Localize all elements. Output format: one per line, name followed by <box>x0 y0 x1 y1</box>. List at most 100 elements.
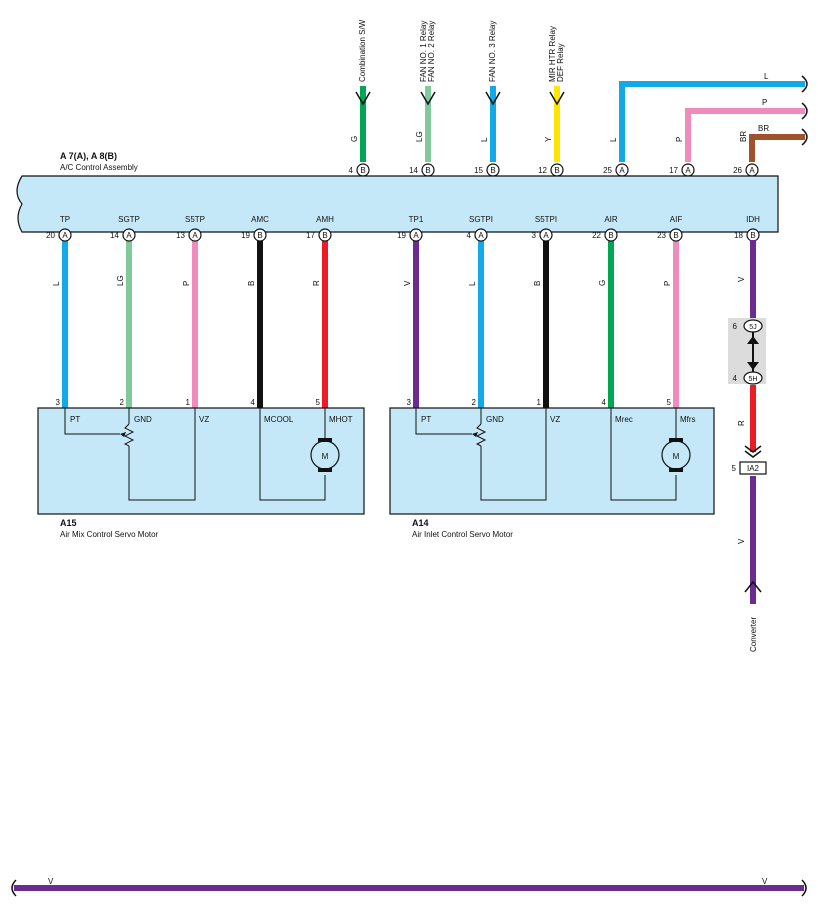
idh-circuit: 5J 5H 6 4 IA2 5 V R V Converter <box>728 240 767 652</box>
wire-color-code: P <box>675 137 684 142</box>
signal-label: AIR <box>604 215 618 224</box>
wire-color-code: P <box>663 281 672 286</box>
pin-number: 22 <box>592 231 601 240</box>
servo-motor-a15: M PT GND VZ MCOOL MHOT A15 Air Mix Contr… <box>37 407 365 539</box>
destination-label: FAN NO. 3 Relay <box>488 21 497 82</box>
wire-color-code: LG <box>116 275 125 286</box>
connector-badge-conn: B <box>673 231 678 240</box>
connector-badge-conn: B <box>490 166 495 175</box>
signal-label: AMC <box>251 215 269 224</box>
pin-number: 4 <box>467 231 472 240</box>
term-a15-gnd: GND <box>134 415 152 424</box>
motor-pin-number: 2 <box>120 398 125 407</box>
arrow-icon <box>355 91 371 106</box>
motor-symbol-label-a14: M <box>673 452 680 461</box>
joint-top-conn: 5J <box>749 324 756 331</box>
joint-top-pin: 6 <box>733 322 738 331</box>
servo-motor-a14: M PT GND VZ Mrec Mfrs A14 Air Inlet Cont… <box>389 407 715 539</box>
wire-color-code: LG <box>415 131 424 142</box>
wire-color-code: P <box>182 281 191 286</box>
wire-color-code: V <box>403 280 412 286</box>
term-a14-mfrs: Mfrs <box>680 415 696 424</box>
arrow-icon <box>549 91 565 106</box>
connector-badge-conn: B <box>425 166 430 175</box>
bus-label-br: BR <box>758 124 769 133</box>
pin-number: 17 <box>669 166 678 175</box>
bottom-bus: V V <box>11 877 807 897</box>
wire-color-code: Y <box>544 136 553 142</box>
term-a14-vz: VZ <box>550 415 560 424</box>
connector-badge-conn: A <box>619 166 625 175</box>
idh-color-mid: R <box>737 420 746 426</box>
bus-label-p: P <box>762 98 767 107</box>
wire-color-code: L <box>609 137 618 142</box>
pin-number: 19 <box>241 231 250 240</box>
bottom-wire-idh: IDH B 18 <box>734 215 760 242</box>
idh-color-upper: V <box>737 276 746 282</box>
wire-color-code: G <box>598 280 607 286</box>
pin-number: 14 <box>409 166 418 175</box>
idh-destination: Converter <box>749 617 758 652</box>
pin-number: 15 <box>474 166 483 175</box>
assembly-name: A/C Control Assembly <box>60 163 138 172</box>
term-a14-mrec: Mrec <box>615 415 633 424</box>
bottom-bus-left-label: V <box>48 877 54 886</box>
motor-pin-number: 3 <box>56 398 61 407</box>
motor-pin-number: 1 <box>537 398 542 407</box>
wire-color-code: B <box>247 281 256 286</box>
signal-label: IDH <box>746 215 760 224</box>
joint-bottom-conn: 5H <box>749 376 758 383</box>
motor-pin-number: 4 <box>602 398 607 407</box>
connector-badge-circle <box>669 228 683 242</box>
term-a15-vz: VZ <box>199 415 209 424</box>
wire-color-code: BR <box>739 131 748 142</box>
wire-color-code: L <box>480 137 489 142</box>
junction-ia2 <box>739 461 767 475</box>
joint-bottom-pin: 4 <box>733 374 738 383</box>
connector-badge-conn: A <box>192 231 198 240</box>
connector-badge-circle <box>318 228 332 242</box>
signal-label: AIF <box>670 215 683 224</box>
connector-badge-conn: B <box>257 231 262 240</box>
junction-pin: 5 <box>732 464 737 473</box>
motor-symbol-label-a15: M <box>322 452 329 461</box>
connector-badge-conn: A <box>413 231 419 240</box>
destination-label: FAN NO. 1 Relay <box>419 21 428 82</box>
top-wire-wip: Combination S/WGB4WIP <box>349 19 371 190</box>
motor-name-a15: Air Mix Control Servo Motor <box>60 530 159 539</box>
ac-control-assembly: A 7(A), A 8(B) A/C Control Assembly <box>16 151 779 233</box>
pin-number: 17 <box>306 231 315 240</box>
signal-label: TP <box>60 215 70 224</box>
bus-label-l: L <box>764 72 769 81</box>
wire-color-code: L <box>52 281 61 286</box>
connector-badge-circle <box>188 228 202 242</box>
motor-pin-number: 5 <box>316 398 321 407</box>
junction-label: IA2 <box>747 464 760 473</box>
signal-label: S5TPI <box>535 215 557 224</box>
connector-badge-conn: B <box>750 231 755 240</box>
pin-number: 25 <box>603 166 612 175</box>
connector-badge-circle <box>474 228 488 242</box>
motor-pin-number: 2 <box>472 398 477 407</box>
pin-number: 3 <box>532 231 537 240</box>
pin-number: 14 <box>110 231 119 240</box>
connector-badge-circle <box>409 228 423 242</box>
motor-ref-a14: A14 <box>412 518 429 528</box>
connector-badge-conn: B <box>322 231 327 240</box>
connector-badge-conn: A <box>685 166 691 175</box>
bottom-bus-right-label: V <box>762 877 768 886</box>
motor-pin-number: 5 <box>667 398 672 407</box>
pin-number: 18 <box>734 231 743 240</box>
pin-number: 13 <box>176 231 185 240</box>
